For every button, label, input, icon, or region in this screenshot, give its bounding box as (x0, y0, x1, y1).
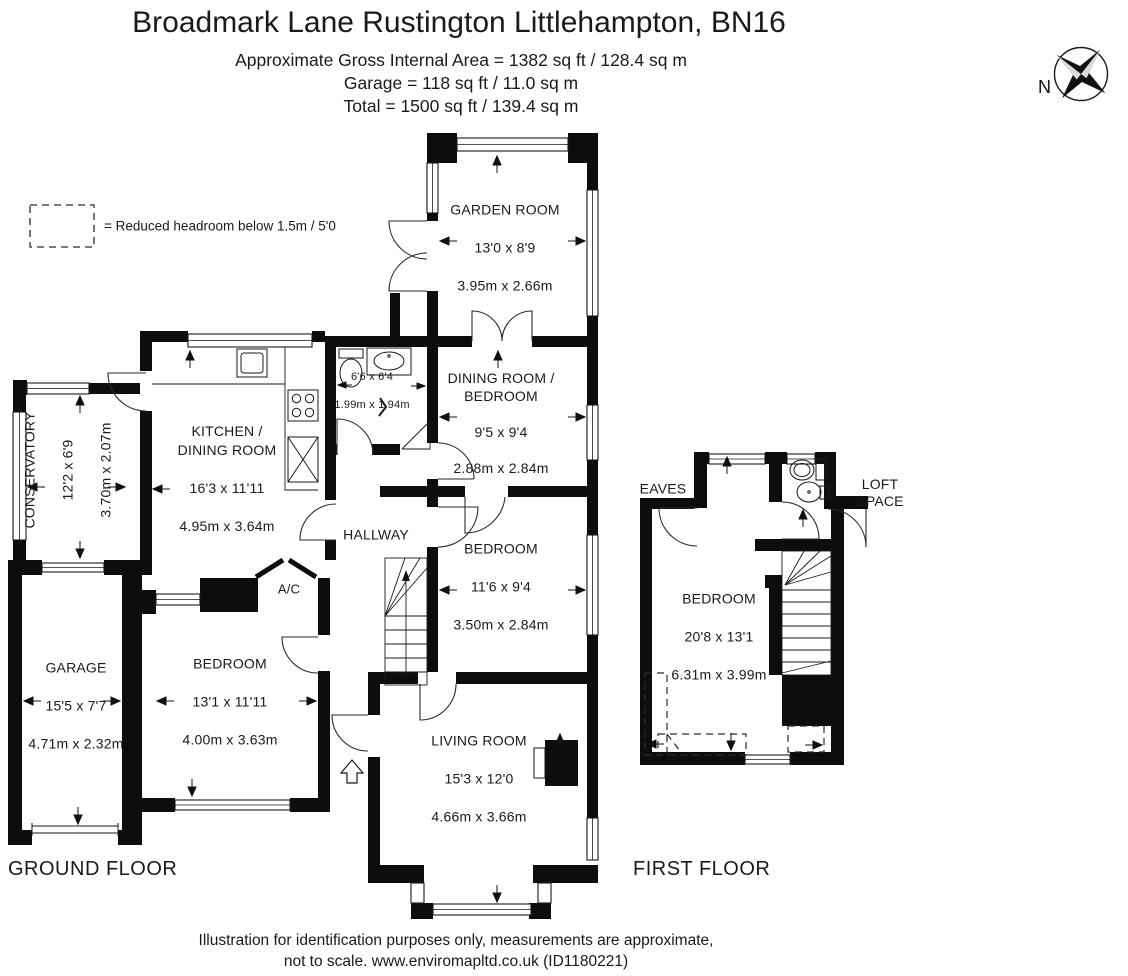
room-name: LOFT SPACE (856, 476, 904, 509)
legend-text: = Reduced headroom below 1.5m / 5'0 (104, 218, 336, 234)
room-name: DINING ROOM / BEDROOM (447, 370, 555, 404)
kitchen-sink-icon (236, 348, 268, 378)
room-size-metric: 4.00m x 3.63m (182, 731, 278, 748)
disclaimer-line2: not to scale. www.enviromapltd.co.uk (ID… (283, 953, 629, 970)
airing-cupboard-doors (254, 557, 318, 580)
kitchen-counter (152, 347, 318, 491)
ground-floor-stairs-up-arrow (402, 570, 410, 581)
room-size-imperial: 20'8 x 13'1 (684, 628, 754, 645)
total-area: Total = 1500 sq ft / 139.4 sq m (343, 96, 579, 116)
first-floor-dimension-arrows (645, 455, 824, 752)
ground-floor-label: GROUND FLOOR (8, 858, 178, 880)
legend-reduced-headroom-box (29, 204, 95, 248)
room-size-imperial: 13'1 x 11'11 (192, 693, 268, 710)
room-label-eaves: EAVES (640, 461, 687, 518)
gross-internal-area: Approximate Gross Internal Area = 1382 s… (235, 50, 687, 70)
room-size-imperial: 12'2 x 6'9 (59, 439, 76, 501)
room-label-kitchen-dining-room: KITCHEN / DINING ROOM 16'3 x 11'11 4.95m… (178, 403, 277, 555)
room-size-metric: 3.95m x 2.66m (457, 277, 553, 294)
room-size-metric: 1.99m x 1.94m (334, 399, 410, 411)
garage-area: Garage = 118 sq ft / 11.0 sq m (343, 73, 579, 93)
room-size-metric: 4.66m x 3.66m (431, 808, 527, 825)
room-label-bedroom-front: BEDROOM 13'1 x 11'11 4.00m x 3.63m (182, 636, 277, 769)
room-label-bedroom-middle: BEDROOM 11'6 x 9'4 3.50m x 2.84m (453, 521, 548, 654)
room-size-imperial: 13'0 x 8'9 (474, 239, 536, 256)
room-name: GARDEN ROOM (450, 201, 560, 218)
room-size-imperial: 11'6 x 9'4 (470, 578, 532, 595)
room-name: CONSERVATORY (21, 411, 38, 529)
room-name: BEDROOM (464, 540, 538, 557)
room-label-living-room: LIVING ROOM 15'3 x 12'0 4.66m x 3.66m (431, 713, 527, 846)
room-label-loft-space: LOFT SPACE (856, 459, 903, 527)
first-floor-door-swings (658, 501, 867, 548)
room-name: EAVES (639, 480, 687, 497)
first-floor-toilet-icon (789, 458, 827, 481)
room-size-metric: 4.71m x 2.32m (28, 735, 124, 752)
room-name: GARAGE (45, 659, 107, 676)
room-name: LIVING ROOM (431, 732, 527, 749)
fireplace-hearth (533, 747, 546, 779)
room-label-hallway: HALLWAY (343, 507, 409, 564)
room-size-metric: 2.88m x 2.84m (453, 460, 549, 476)
page-title: Broadmark Lane Rustington Littlehampton,… (132, 6, 786, 39)
disclaimer-line1: Illustration for identification purposes… (198, 932, 714, 949)
wc-toilet-icon (338, 348, 364, 388)
room-size-metric: 6.31m x 3.99m (671, 666, 767, 683)
room-size-imperial: 15'5 x 7'7 (45, 697, 107, 714)
kitchen-unit-icon (287, 436, 319, 483)
compass-rose-icon (1053, 46, 1109, 102)
room-size-metric: 3.50m x 2.84m (453, 616, 549, 633)
room-name: HALLWAY (343, 526, 409, 543)
first-floor-window-mullions (709, 458, 815, 760)
compass-north-label: N (1038, 77, 1051, 97)
room-label-bedroom-first-floor: BEDROOM 20'8 x 13'1 6.31m x 3.99m (671, 571, 766, 704)
entrance-arrow-icon (339, 759, 365, 784)
first-floor-label: FIRST FLOOR (633, 858, 771, 880)
room-label-conservatory: CONSERVATORY 12'2 x 6'9 3.70m x 2.07m (2, 411, 135, 528)
first-floor-basin-icon (796, 481, 830, 503)
room-label-airing-cupboard: A/C (278, 561, 300, 618)
room-name: KITCHEN / DINING ROOM (177, 423, 277, 458)
ground-floor-door-swings (107, 220, 533, 752)
room-label-garden-room: GARDEN ROOM 13'0 x 8'9 3.95m x 2.66m (450, 182, 560, 315)
room-size-metric: 3.70m x 2.07m (97, 422, 114, 518)
room-name: BEDROOM (193, 655, 267, 672)
room-name: A/C (277, 581, 301, 597)
wc-basin-icon (366, 347, 412, 376)
kitchen-hob-icon (287, 389, 319, 422)
first-floor-staircase (781, 550, 832, 676)
wc-shower-corner (378, 397, 431, 450)
room-name: BEDROOM (682, 590, 756, 607)
ground-floor-dimension-arrows (22, 154, 587, 904)
room-size-imperial: 6'6 x 6'4 (350, 371, 394, 383)
ground-floor-window-mullions (19, 144, 593, 910)
ground-floor-walls (8, 133, 598, 919)
room-size-imperial: 9'5 x 9'4 (474, 424, 528, 440)
room-label-garage: GARAGE 15'5 x 7'7 4.71m x 2.32m (28, 640, 123, 773)
ground-floor-staircase (384, 557, 428, 686)
garage-door (31, 823, 119, 836)
room-label-wc: 6'6 x 6'4 1.99m x 1.94m (334, 356, 409, 426)
room-size-imperial: 16'3 x 11'11 (189, 480, 265, 496)
room-size-metric: 4.95m x 3.64m (179, 518, 275, 534)
room-size-imperial: 15'3 x 12'0 (444, 770, 514, 787)
room-label-dining-room-bedroom: DINING ROOM / BEDROOM 9'5 x 9'4 2.88m x … (448, 351, 555, 495)
